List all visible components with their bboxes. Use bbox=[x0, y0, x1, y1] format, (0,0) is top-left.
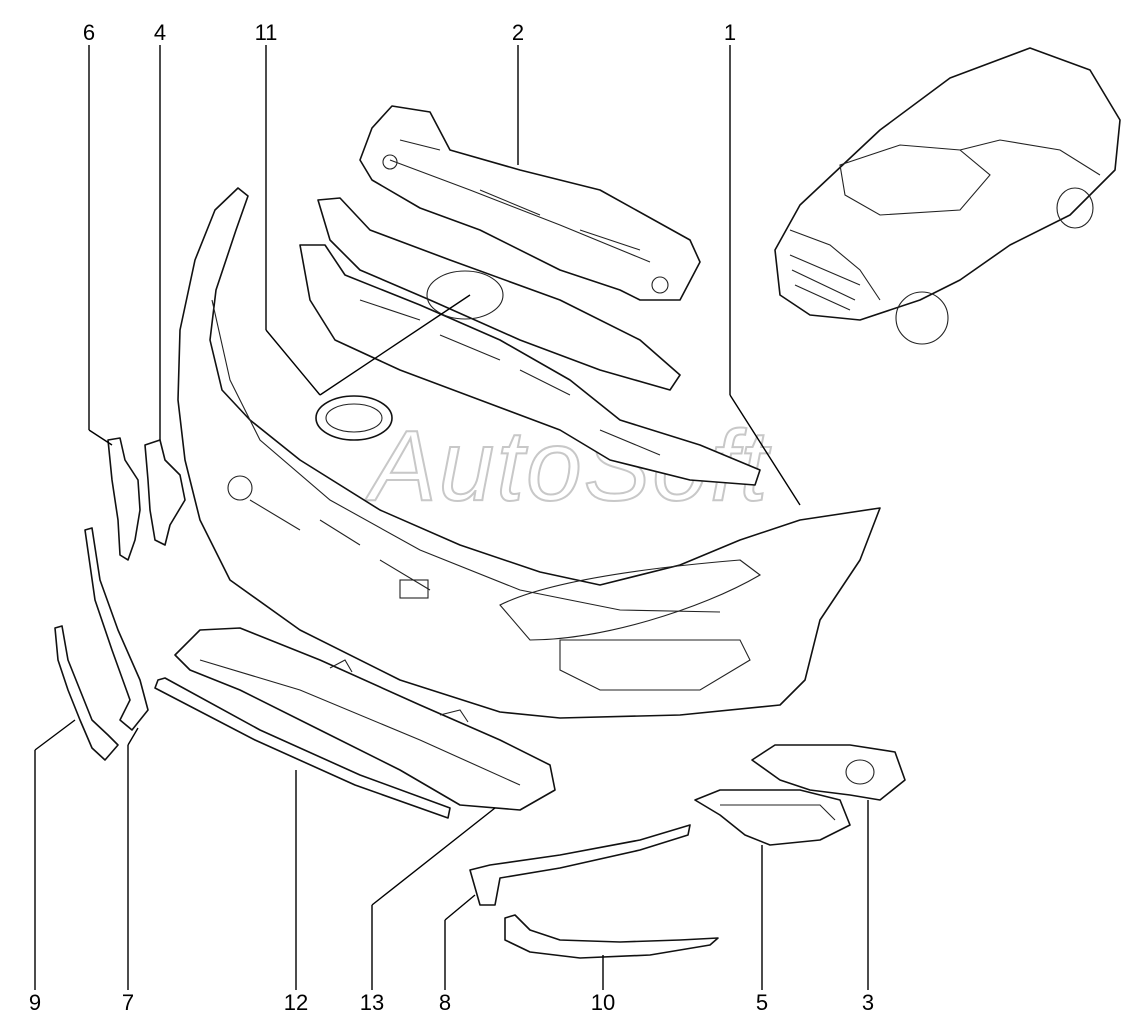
leader-lines bbox=[34, 45, 869, 990]
callout-8: 8 bbox=[439, 990, 451, 1015]
callout-7: 7 bbox=[122, 990, 134, 1015]
part-10-lower-trim bbox=[504, 914, 719, 959]
part-11-emblem bbox=[315, 395, 393, 441]
part-3-fog-bezel bbox=[751, 744, 906, 801]
callout-13: 13 bbox=[360, 990, 384, 1015]
callout-5: 5 bbox=[756, 990, 768, 1015]
part-12-seal-strip bbox=[154, 677, 451, 819]
part-13-lower-grille bbox=[174, 627, 556, 811]
reference-car-view bbox=[774, 47, 1121, 345]
callout-2: 2 bbox=[512, 20, 524, 45]
callout-3: 3 bbox=[862, 990, 874, 1015]
part-grille-frame bbox=[299, 197, 761, 486]
part-4-bracket bbox=[144, 439, 186, 546]
part-1-bumper-cover bbox=[177, 187, 881, 719]
part-2-upper-support bbox=[359, 105, 701, 301]
callout-6: 6 bbox=[83, 20, 95, 45]
callout-labels: 1 2 11 4 6 9 7 12 13 8 10 5 3 bbox=[29, 20, 874, 1015]
callout-10: 10 bbox=[591, 990, 615, 1015]
part-6-bracket bbox=[107, 437, 141, 561]
callout-9: 9 bbox=[29, 990, 41, 1015]
callout-12: 12 bbox=[284, 990, 308, 1015]
part-9-side-strip bbox=[54, 625, 119, 761]
part-5-fog-bezel bbox=[694, 789, 851, 846]
part-8-trim-strip bbox=[469, 824, 691, 906]
callout-1: 1 bbox=[724, 20, 736, 45]
part-7-side-strip bbox=[84, 527, 149, 731]
callout-11: 11 bbox=[255, 20, 278, 45]
callout-4: 4 bbox=[154, 20, 166, 45]
